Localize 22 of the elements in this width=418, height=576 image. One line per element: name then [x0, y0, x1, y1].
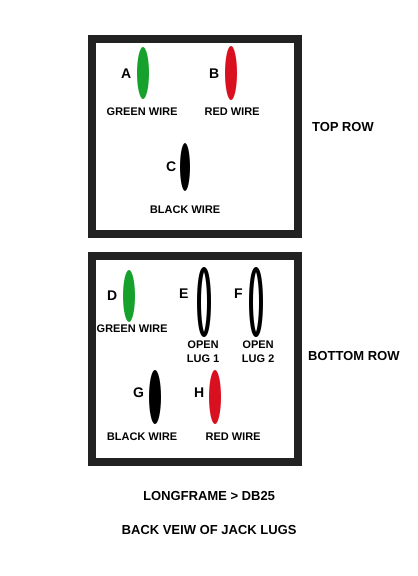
wire-label: BLACK WIRE [148, 203, 222, 217]
wire-label: GREEN WIRE [96, 322, 168, 336]
wire-label: RED WIRE [204, 430, 262, 444]
wire-label: OPEN LUG 2 [240, 338, 276, 366]
diagram-caption: BACK VEIW OF JACK LUGS [120, 521, 298, 539]
lug-letter: B [209, 66, 220, 80]
lug-letter: G [133, 385, 144, 399]
lug-letter: E [179, 286, 188, 300]
lug-letter: C [166, 159, 176, 173]
wire-label: BLACK WIRE [106, 430, 178, 444]
wire-label: GREEN WIRE [106, 105, 178, 119]
jack-panel [88, 35, 302, 238]
wire-label: RED WIRE [204, 105, 260, 119]
wire-label: OPEN LUG 1 [186, 338, 220, 366]
jack-panel [88, 252, 302, 466]
diagram-title: LONGFRAME > DB25 [142, 487, 276, 505]
lug-letter: H [194, 385, 204, 399]
row-label: BOTTOM ROW [308, 347, 400, 365]
lug-letter: F [234, 286, 243, 300]
lug-letter: A [121, 66, 132, 80]
lug-letter: D [107, 288, 118, 302]
row-label: TOP ROW [312, 118, 374, 136]
